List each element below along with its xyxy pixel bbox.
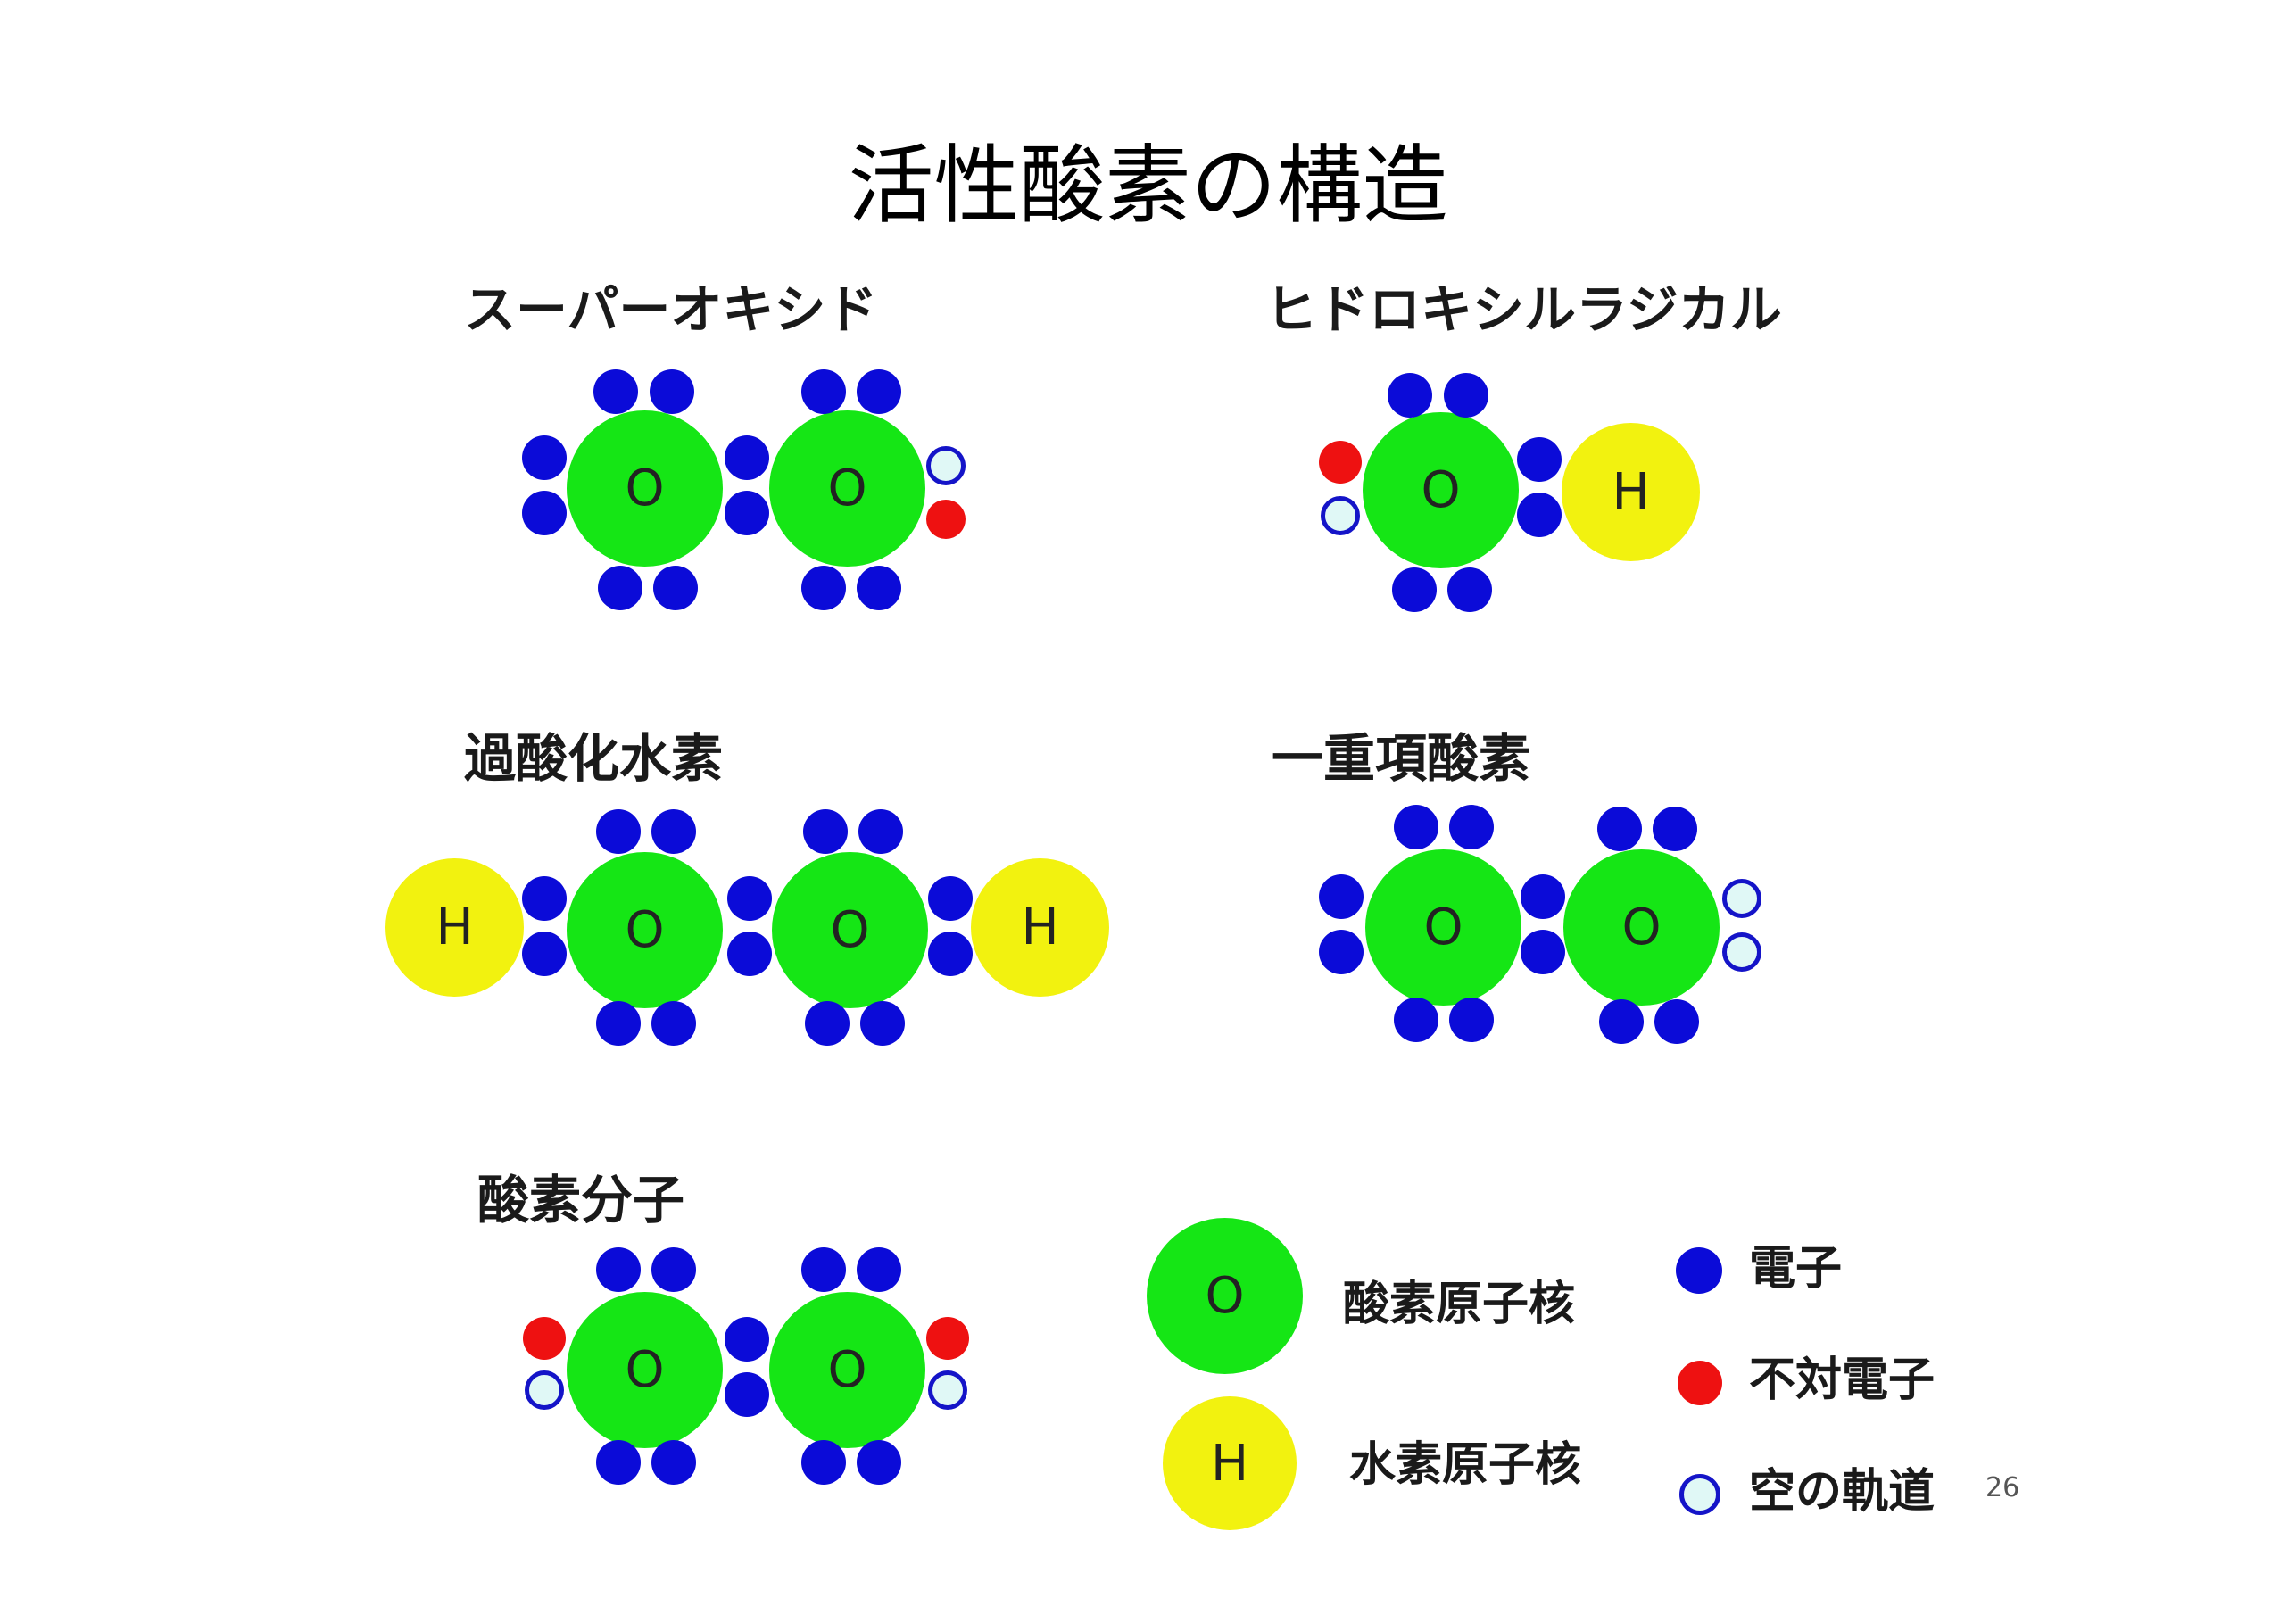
electron (801, 566, 846, 610)
electron (1653, 807, 1697, 851)
legend-empty-orbital-icon (1679, 1474, 1720, 1515)
oxygen-nucleus: O (769, 1292, 925, 1448)
electron (651, 1440, 696, 1485)
electron (857, 566, 901, 610)
electron (596, 1001, 641, 1046)
unpaired-electron (1319, 441, 1362, 484)
legend-electron-label: 電子 (1749, 1242, 1843, 1296)
page-number: 26 (1985, 1472, 2020, 1503)
electron (653, 566, 698, 610)
electron (858, 809, 903, 854)
electron (1319, 874, 1364, 919)
electron (651, 1001, 696, 1046)
electron (1394, 998, 1438, 1042)
electron (522, 876, 567, 921)
empty-orbital (525, 1370, 564, 1410)
legend-empty-label: 空の軌道 (1749, 1465, 1935, 1519)
electron (1521, 874, 1565, 919)
electron (1392, 567, 1437, 612)
empty-orbital (926, 446, 966, 485)
superoxide-label: スーパーオキシド (464, 279, 878, 340)
electron (725, 1372, 769, 1417)
electron (596, 1440, 641, 1485)
hydrogen-nucleus: H (971, 858, 1109, 997)
electron (803, 809, 848, 854)
oxygen-nucleus: O (772, 852, 928, 1008)
legend-hydrogen-label: 水素原子核 (1349, 1438, 1582, 1492)
electron (650, 369, 694, 414)
electron (801, 1440, 846, 1485)
electron (1517, 493, 1562, 537)
electron (928, 932, 973, 976)
electron (725, 1317, 769, 1362)
hydrogen-nucleus: H (385, 858, 524, 997)
electron (727, 932, 772, 976)
oxygen-nucleus: O (1363, 412, 1519, 568)
empty-orbital (1722, 932, 1761, 972)
legend-oxygen-nucleus: O (1147, 1218, 1303, 1374)
electron (1319, 930, 1364, 974)
hydroxyl-radical-label: ヒドロキシルラジカル (1265, 279, 1782, 340)
electron (651, 809, 696, 854)
electron (593, 369, 638, 414)
unpaired-electron (926, 1317, 969, 1360)
electron (522, 435, 567, 480)
electron (1449, 998, 1494, 1042)
legend-unpaired-icon (1678, 1361, 1722, 1405)
oxygen-nucleus: O (1365, 849, 1521, 1006)
legend-oxygen-label: 酸素原子核 (1343, 1278, 1576, 1331)
electron (1388, 373, 1432, 418)
electron (1599, 999, 1644, 1044)
electron (596, 1247, 641, 1292)
oxygen-nucleus: O (769, 410, 925, 567)
empty-orbital (1321, 496, 1360, 535)
electron (1517, 437, 1562, 482)
oxygen-nucleus: O (1563, 849, 1720, 1006)
empty-orbital (928, 1370, 967, 1410)
electron (1394, 805, 1438, 849)
electron (522, 932, 567, 976)
electron (1521, 930, 1565, 974)
electron (857, 1440, 901, 1485)
electron (857, 369, 901, 414)
legend-unpaired-label: 不対電子 (1749, 1354, 1935, 1407)
oxygen-molecule-label: 酸素分子 (477, 1170, 685, 1230)
electron (598, 566, 642, 610)
unpaired-electron (523, 1317, 566, 1360)
electron (651, 1247, 696, 1292)
oxygen-nucleus: O (567, 410, 723, 567)
electron (801, 1247, 846, 1292)
page-title: 活性酸素の構造 (848, 136, 1448, 236)
oxygen-nucleus: O (567, 852, 723, 1008)
legend-electron-icon (1676, 1247, 1722, 1294)
electron (928, 876, 973, 921)
oxygen-nucleus: O (567, 1292, 723, 1448)
electron (1654, 999, 1699, 1044)
electron (860, 1001, 905, 1046)
electron (725, 435, 769, 480)
hydrogen-nucleus: H (1562, 423, 1700, 561)
singlet-oxygen-label: 一重項酸素 (1272, 728, 1531, 789)
electron (801, 369, 846, 414)
electron (857, 1247, 901, 1292)
electron (1449, 805, 1494, 849)
electron (1597, 807, 1642, 851)
empty-orbital (1722, 879, 1761, 918)
electron (596, 809, 641, 854)
electron (805, 1001, 850, 1046)
electron (1447, 567, 1492, 612)
unpaired-electron (926, 500, 966, 539)
legend-hydrogen-nucleus: H (1163, 1396, 1297, 1530)
electron (1444, 373, 1488, 418)
electron (727, 876, 772, 921)
electron (522, 491, 567, 535)
hydrogen-peroxide-label: 過酸化水素 (464, 728, 724, 789)
electron (725, 491, 769, 535)
